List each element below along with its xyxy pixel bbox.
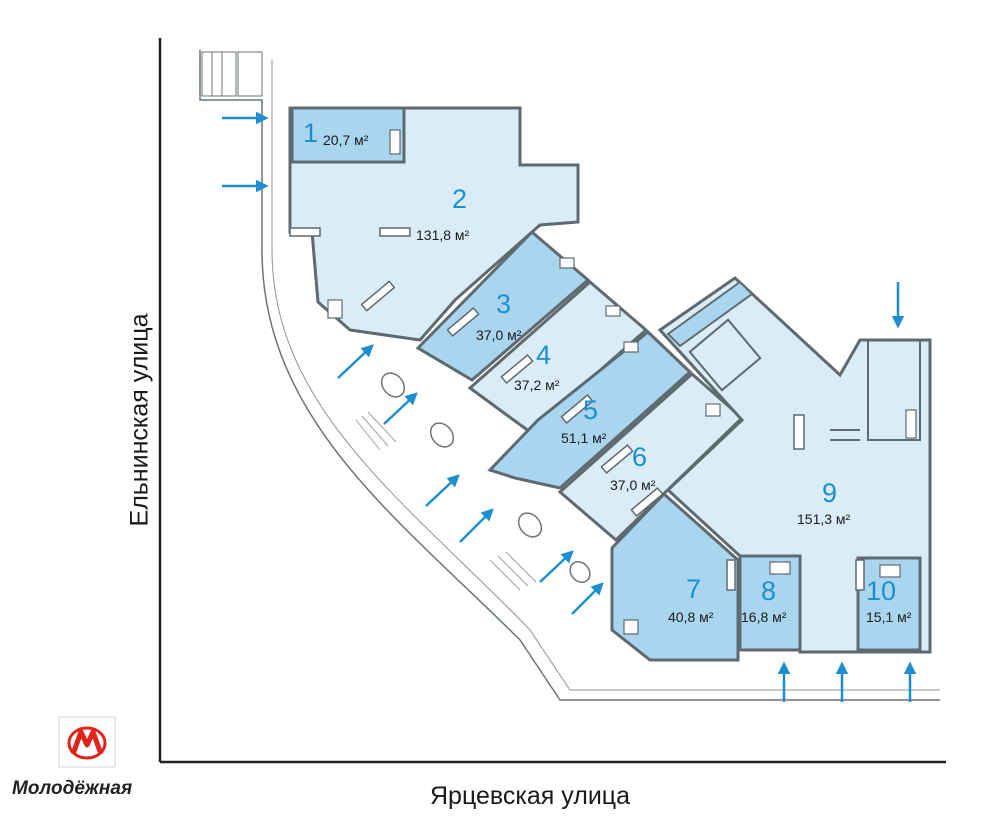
room-1-shape — [290, 106, 406, 164]
room-area: 37,0 м² — [476, 327, 522, 343]
entrance-arrows — [222, 111, 917, 702]
room-labels: 1 20,7 м² 2 131,8 м² 3 37,0 м² 4 37,2 м²… — [303, 118, 912, 625]
sanitary-fixtures — [327, 129, 917, 635]
room-number: 1 — [303, 118, 318, 148]
room-area: 51,1 м² — [561, 430, 607, 446]
facade-outline-inner — [271, 60, 940, 691]
top-left-stairs — [201, 51, 263, 97]
metro-station-name: Молодёжная — [12, 778, 133, 799]
street-label-left: Ельнинская улица — [125, 313, 154, 527]
room-number: 9 — [822, 478, 837, 508]
room-number: 2 — [452, 184, 467, 214]
moscow-metro-logo-icon — [58, 716, 116, 768]
room-7-shape — [610, 491, 740, 662]
technical-block — [688, 318, 921, 441]
entrance-arrow-icon — [383, 392, 418, 425]
entrance-arrow-icon — [459, 508, 494, 543]
room-area: 37,0 м² — [610, 477, 656, 493]
room-area: 131,8 м² — [416, 227, 470, 243]
corridor-strip — [666, 280, 754, 348]
room-5-shape — [487, 330, 693, 490]
room-area: 40,8 м² — [668, 609, 714, 625]
window-marks — [289, 227, 865, 591]
entrance-arrow-icon — [571, 582, 604, 615]
room-area: 151,3 м² — [797, 511, 851, 527]
facade-steps — [355, 411, 537, 591]
room-8-shape — [738, 554, 802, 652]
room-area: 37,2 м² — [514, 377, 560, 393]
room-number: 5 — [583, 395, 598, 425]
entrance-arrow-icon — [539, 550, 574, 583]
facade-columns — [380, 372, 591, 583]
room-number: 8 — [761, 576, 776, 606]
room-area: 15,1 м² — [866, 609, 912, 625]
room-area: 20,7 м² — [323, 132, 369, 148]
room-number: 4 — [536, 340, 551, 370]
room-number: 6 — [632, 442, 647, 472]
room-number: 7 — [686, 574, 701, 604]
room-area: 16,8 м² — [741, 609, 787, 625]
room-number: 10 — [866, 576, 896, 606]
street-label-bottom: Ярцевская улица — [430, 782, 630, 810]
room-number: 3 — [496, 289, 511, 319]
facade-outline — [199, 50, 940, 701]
entrance-arrow-icon — [337, 344, 374, 379]
entrance-arrow-icon — [425, 474, 460, 507]
room-10-shape — [856, 556, 922, 652]
